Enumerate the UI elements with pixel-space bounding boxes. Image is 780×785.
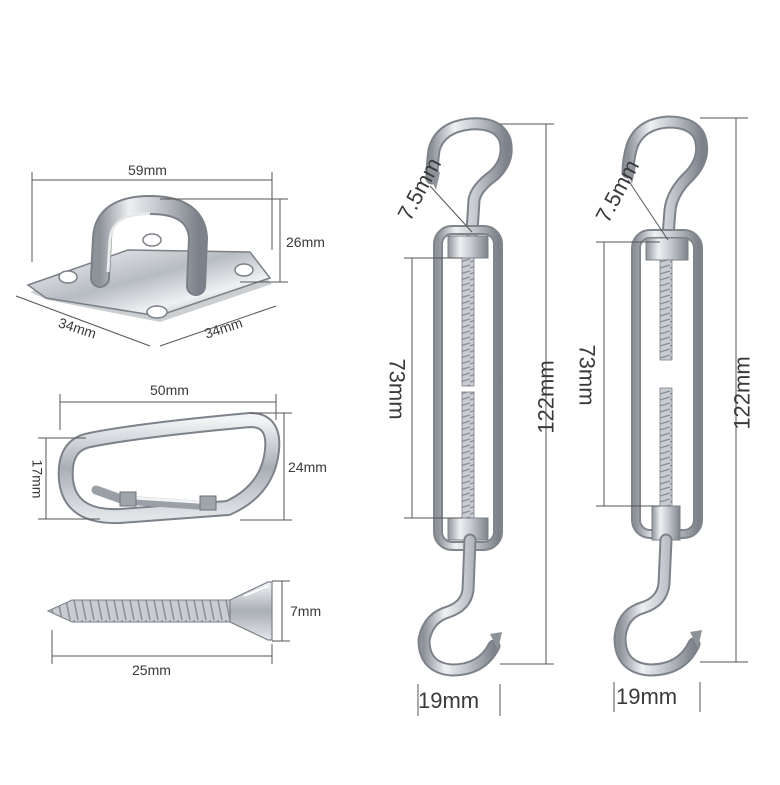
carabiner-outer-label: 24mm (288, 459, 327, 475)
screw-dimension-lines (51, 580, 290, 664)
carabiner-length-label: 50mm (150, 382, 189, 398)
carabiner-dimension-lines (38, 394, 292, 521)
screw-length-label: 25mm (132, 662, 171, 678)
right-body-label: 73mm (574, 344, 600, 406)
plate-dimension-lines (15, 172, 288, 347)
carabiner-inner-label: 17mm (29, 459, 46, 499)
turnbuckle-left-dimension-lines (404, 123, 554, 716)
screw-head-label: 7mm (290, 603, 322, 619)
plate-width-label: 59mm (128, 162, 167, 178)
pad-eye-plate (26, 194, 272, 322)
screw (46, 581, 273, 641)
plate-height-label: 26mm (286, 234, 325, 250)
turnbuckle-right-dimension-lines (596, 117, 748, 712)
turnbuckle-right (613, 115, 709, 677)
right-total-label: 122mm (729, 356, 755, 430)
turnbuckle-left (417, 117, 513, 677)
carabiner (57, 411, 281, 525)
left-total-label: 122mm (533, 360, 559, 434)
left-width-label: 19mm (418, 688, 480, 713)
left-body-label: 73mm (384, 358, 410, 420)
right-width-label: 19mm (616, 684, 678, 709)
